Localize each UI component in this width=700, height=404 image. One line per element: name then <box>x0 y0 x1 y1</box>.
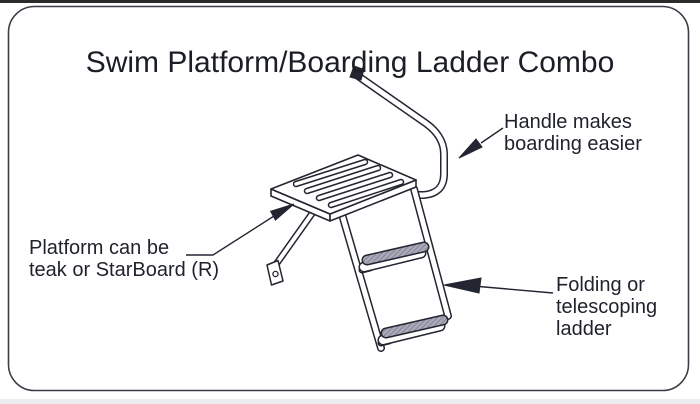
diagram-title: Swim Platform/Boarding Ladder Combo <box>85 46 615 80</box>
scan-artifact-top-edge <box>0 0 700 3</box>
platform-leader-arrow <box>186 203 295 256</box>
diagram-frame-border <box>7 5 690 392</box>
ladder-step-lower <box>377 314 449 347</box>
ladder-drawing <box>337 185 452 352</box>
scan-artifact-bottom-edge <box>0 399 700 404</box>
annotation-handle: Handle makes boarding easier <box>504 111 642 155</box>
handle-leader-arrow <box>458 127 504 159</box>
platform-drawing <box>270 154 417 222</box>
annotation-ladder: Folding or telescoping ladder <box>556 274 658 340</box>
handle-end-cap <box>349 65 365 81</box>
handle-drawing <box>349 65 448 199</box>
bracket-screw-hole <box>272 270 279 278</box>
ladder-leader-arrow <box>443 277 554 294</box>
platform-drain-slots <box>292 158 405 209</box>
ladder-step-upper <box>358 241 430 274</box>
annotation-platform: Platform can be teak or StarBoard (R) <box>29 237 220 281</box>
support-leg-drawing <box>266 204 320 286</box>
